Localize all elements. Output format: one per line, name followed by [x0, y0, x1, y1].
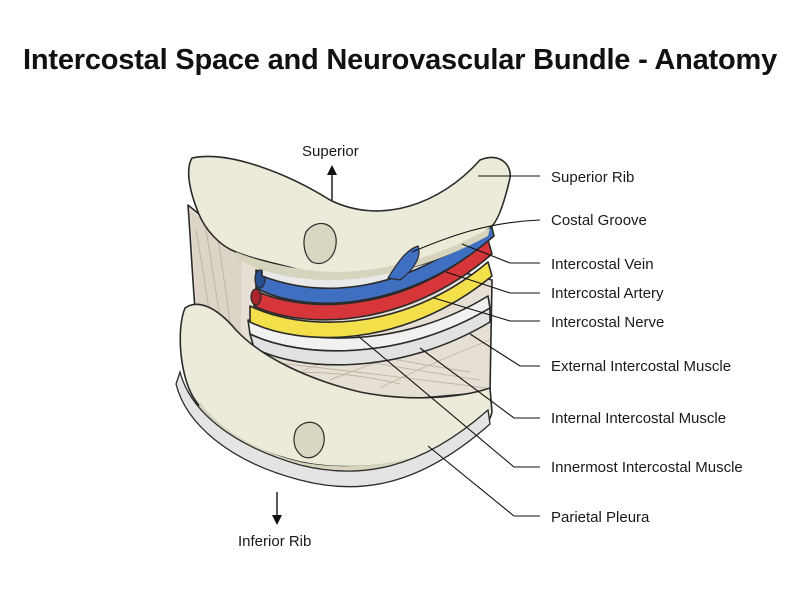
- page-title: Intercostal Space and Neurovascular Bund…: [22, 44, 777, 76]
- inferior-rib-label: Inferior Rib: [238, 533, 311, 550]
- label-innermost-intercostal-muscle: Innermost Intercostal Muscle: [551, 459, 743, 476]
- inferior-arrow: [272, 492, 282, 525]
- label-external-intercostal-muscle: External Intercostal Muscle: [551, 358, 731, 375]
- intercostal-artery-band: [250, 239, 493, 321]
- inferior-rib: [175, 303, 493, 488]
- label-costal-groove: Costal Groove: [551, 212, 647, 229]
- label-intercostal-artery: Intercostal Artery: [551, 285, 664, 302]
- label-internal-intercostal-muscle: Internal Intercostal Muscle: [551, 410, 726, 427]
- superior-label: Superior: [302, 143, 359, 160]
- label-parietal-pleura: Parietal Pleura: [551, 509, 650, 526]
- label-superior-rib: Superior Rib: [551, 169, 634, 186]
- superior-arrow: [327, 165, 337, 200]
- superior-rib: [187, 155, 511, 281]
- label-intercostal-nerve: Intercostal Nerve: [551, 314, 664, 331]
- intercostal-nerve-band: [249, 261, 493, 339]
- label-intercostal-vein: Intercostal Vein: [551, 256, 654, 273]
- leader-lines: [357, 175, 541, 517]
